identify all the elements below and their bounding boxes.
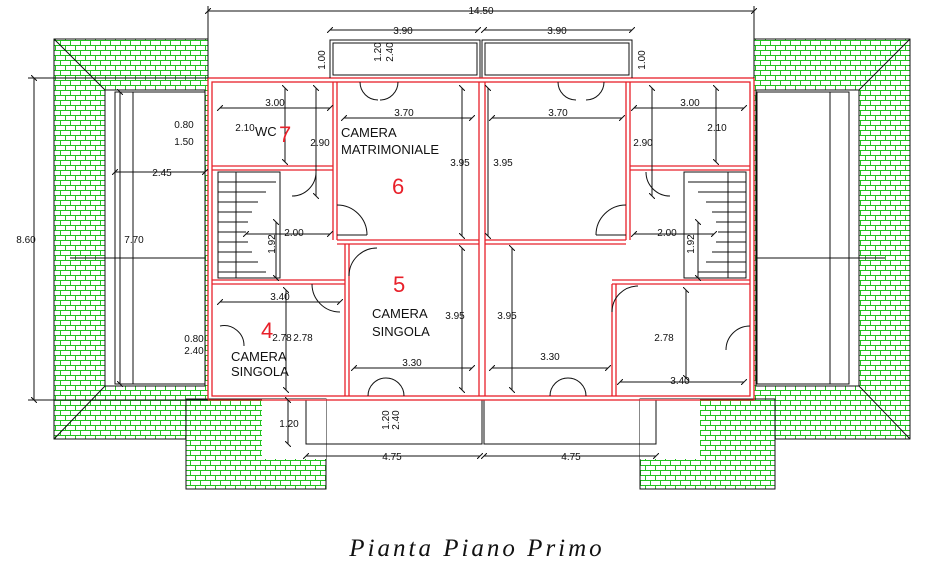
single-side-width-dim: 3.40 [270, 292, 290, 303]
balcony-bottom-left-dim: 4.75 [382, 452, 402, 463]
roof-bottom-right [639, 398, 776, 490]
double-right-width-dim: 3.70 [548, 108, 568, 119]
wc-window-width: 0.80 [174, 120, 194, 131]
single-center-width-dim: 3.30 [402, 358, 422, 369]
wc-window-height: 1.50 [174, 137, 194, 148]
terrace-left [70, 91, 206, 385]
stair-depth-left-dim: 2.90 [310, 138, 330, 149]
balcony-bottom [305, 399, 657, 445]
wc-width-dim: 3.00 [265, 98, 285, 109]
overall-width-dim: 14.50 [468, 6, 493, 17]
terrace-width-dim: 2.45 [152, 168, 172, 179]
dimension-lines [28, 6, 754, 456]
single-center-depth-dim: 3.95 [445, 311, 465, 322]
room-double-label-2: MATRIMONIALE [341, 142, 439, 157]
double-right-depth-dim: 3.95 [493, 158, 513, 169]
room-single-side-label-1: CAMERA [231, 349, 287, 364]
stair-left [217, 171, 281, 279]
hall-depth-left-dim: 1.92 [267, 234, 278, 254]
roof-bottom-left [185, 398, 327, 490]
balcony-offset-right-dim: 1.00 [637, 50, 648, 70]
single-window-height: 2.40 [184, 346, 204, 357]
balcony-door-bottom-a: 1.20 [381, 410, 392, 430]
double-depth-dim: 3.95 [450, 158, 470, 169]
wc-right-depth-dim: 2.10 [707, 123, 727, 134]
stair-right [683, 171, 747, 279]
hall-width-right-dim: 2.00 [657, 228, 677, 239]
terrace-right [756, 91, 885, 385]
balcony-top-right-dim: 3.90 [547, 26, 567, 37]
overall-depth-dim: 8.60 [16, 235, 36, 246]
room-single-center-label-2: SINGOLA [372, 324, 430, 339]
hall-width-left-dim: 2.00 [284, 228, 304, 239]
plan-caption: Pianta Piano Primo [348, 535, 604, 562]
balcony-offset-bottom-dim: 1.20 [279, 419, 299, 430]
single-side-right-depth-dim: 2.78 [654, 333, 674, 344]
room-single-side-label-2: SINGOLA [231, 364, 289, 379]
doors [219, 81, 751, 397]
room-double-label-1: CAMERA [341, 125, 397, 140]
terrace-depth-dim: 7.70 [124, 235, 144, 246]
balcony-door-top-b: 2.40 [385, 42, 396, 62]
single-window-width: 0.80 [184, 334, 204, 345]
hall-extra-dim: 2.78 [272, 333, 292, 344]
double-width-dim: 3.70 [394, 108, 414, 119]
room-double-number: 6 [392, 174, 404, 199]
single-side-depth-dim: 2.78 [293, 333, 313, 344]
balcony-door-bottom-b: 2.40 [391, 410, 402, 430]
room-single-side-number: 4 [261, 318, 273, 343]
balcony-top-left-dim: 3.90 [393, 26, 413, 37]
balcony-bottom-right-dim: 4.75 [561, 452, 581, 463]
single-right-depth-dim: 3.95 [497, 311, 517, 322]
single-side-right-width-dim: 3.40 [670, 376, 690, 387]
room-single-center-label-1: CAMERA [372, 306, 428, 321]
balcony-offset-left-dim: 1.00 [317, 50, 328, 70]
room-wc-label: WC [255, 124, 277, 139]
room-single-center-number: 5 [393, 272, 405, 297]
balcony-door-top-a: 1.20 [373, 42, 384, 62]
single-right-width-dim: 3.30 [540, 352, 560, 363]
stair-depth-right-dim: 2.90 [633, 138, 653, 149]
wc-depth-dim: 2.10 [235, 123, 255, 134]
room-wc-number: 7 [279, 122, 291, 147]
hall-depth-right-dim: 1.92 [686, 234, 697, 254]
roof-right [753, 38, 911, 440]
wc-right-width-dim: 3.00 [680, 98, 700, 109]
